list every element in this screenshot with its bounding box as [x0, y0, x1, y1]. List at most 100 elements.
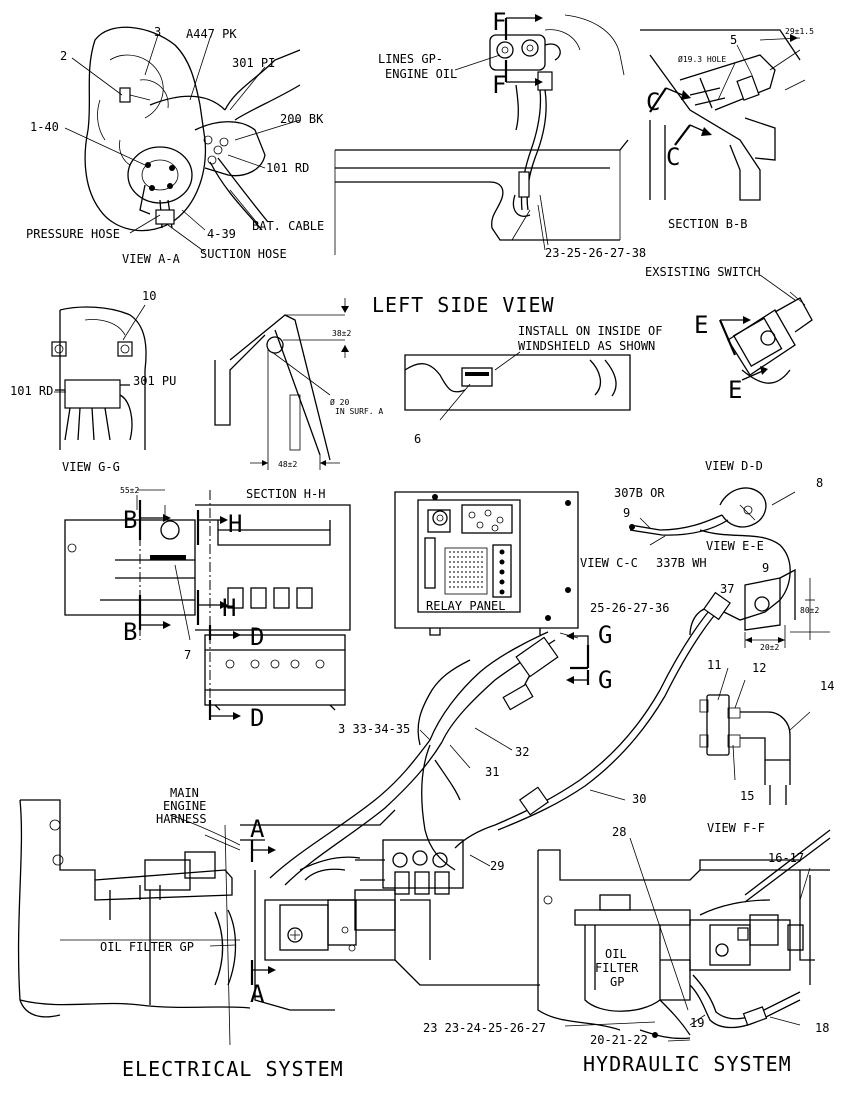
label-engine-oil: ENGINE OIL — [385, 67, 457, 81]
section-letter-h-top: H — [228, 510, 242, 538]
callout-8: 8 — [816, 476, 823, 490]
section-hh-title: SECTION H-H — [246, 487, 325, 501]
label-oil-filter-gp: OIL FILTER GP — [100, 940, 194, 954]
label-pressure-hose: PRESSURE HOSE — [26, 227, 120, 241]
label-lines-gp: LINES GP- — [378, 52, 443, 66]
bracket-detail-drawing — [744, 568, 830, 648]
wire-337b-wh: 337B WH — [656, 556, 707, 570]
engine-oil-lines-drawing — [334, 14, 629, 255]
left-side-view-title: LEFT SIDE VIEW — [372, 293, 555, 317]
dim-diameter-20: Ø 20 — [330, 397, 349, 407]
callout-9-lower: 9 — [762, 561, 769, 575]
callout-30: 30 — [632, 792, 646, 806]
view-gg-drawing — [51, 304, 147, 450]
label-main: MAIN — [170, 786, 199, 800]
label-relay-panel: RELAY PANEL — [426, 599, 505, 613]
label-hole: Ø19.3 HOLE — [678, 54, 726, 64]
callout-12: 12 — [752, 661, 766, 675]
wire-a447-pk: A447 PK — [186, 27, 237, 41]
callout-9-upper: 9 — [623, 506, 630, 520]
callout-11: 11 — [707, 658, 721, 672]
section-letter-f-top: F — [492, 8, 506, 36]
electrical-system-title: ELECTRICAL SYSTEM — [122, 1057, 344, 1081]
callout-15: 15 — [740, 789, 754, 803]
wire-307b-or: 307B OR — [614, 486, 665, 500]
callout-31: 31 — [485, 765, 499, 779]
left-side-view-drawing — [214, 298, 631, 470]
section-letter-b-bottom: B — [123, 618, 137, 646]
label-filter: FILTER — [595, 961, 639, 975]
callout-28: 28 — [612, 825, 626, 839]
section-letter-g-top: G — [598, 621, 612, 649]
relay-panel-drawing — [394, 491, 579, 636]
wire-301-pi: 301 PI — [232, 56, 275, 70]
callout-23-24-25-26-27: 23 23-24-25-26-27 — [423, 1021, 546, 1035]
hydraulic-system-title: HYDRAULIC SYSTEM — [583, 1052, 792, 1076]
section-letter-b-top: B — [123, 506, 137, 534]
existing-switch-drawing — [718, 274, 813, 384]
wire-301-pu: 301 PU — [133, 374, 176, 388]
label-existing-switch: EXSISTING SWITCH — [645, 265, 761, 279]
label-install-on-inside: INSTALL ON INSIDE OF — [518, 324, 663, 338]
callout-32: 32 — [515, 745, 529, 759]
callout-19: 19 — [690, 1016, 704, 1030]
section-letter-e-top: E — [694, 311, 708, 339]
callout-14: 14 — [820, 679, 834, 693]
view-aa-title: VIEW A-A — [122, 252, 181, 266]
section-bb-drawing — [640, 29, 806, 201]
dim-55: 55±2 — [120, 486, 139, 495]
view-dd-title: VIEW D-D — [705, 459, 763, 473]
dim-38: 38±2 — [332, 329, 351, 338]
section-hh-markers — [138, 500, 241, 720]
section-aa-markers — [250, 840, 276, 985]
view-aa-leaders — [64, 34, 301, 253]
view-ee-title: VIEW E-E — [706, 539, 764, 553]
label-suction-hose: SUCTION HOSE — [200, 247, 287, 261]
callout-33-34-35: 3 33-34-35 — [338, 722, 410, 736]
callout-4-39: 4-39 — [207, 227, 236, 241]
label-engine: ENGINE — [163, 799, 206, 813]
electrical-system-drawing — [17, 799, 540, 1046]
hydraulic-system-drawing — [537, 829, 831, 1042]
callout-18: 18 — [815, 1021, 829, 1035]
view-cc-title: VIEW C-C — [580, 556, 638, 570]
section-gg-markers — [566, 632, 590, 685]
view-dd-drawing — [629, 487, 796, 636]
label-gp: GP — [610, 975, 624, 989]
callout-25-26-27-36: 25-26-27-36 — [590, 601, 669, 615]
dim-29: 29±1.5 — [785, 27, 814, 36]
callout-7: 7 — [184, 648, 191, 662]
label-oil: OIL — [605, 947, 627, 961]
callout-6: 6 — [414, 432, 421, 446]
view-ff-title: VIEW F-F — [707, 821, 765, 835]
wire-200-bk: 200 BK — [280, 112, 324, 126]
view-gg-title: VIEW G-G — [62, 460, 120, 474]
harness-routing — [269, 591, 731, 886]
section-letter-f-bottom: F — [492, 71, 506, 99]
label-bat-cable: BAT. CABLE — [252, 219, 324, 233]
section-letter-d-bottom: D — [250, 704, 264, 732]
callout-20-21-22: 20-21-22 — [590, 1033, 648, 1047]
wire-101-rd: 101 RD — [266, 161, 309, 175]
section-letter-h-bottom: H — [222, 594, 236, 622]
callout-2: 2 — [60, 49, 67, 63]
section-ff-marker — [504, 14, 543, 86]
section-letter-a-bottom: A — [250, 980, 265, 1008]
callout-16-17: 16-17 — [768, 851, 804, 865]
section-hh-drawing — [64, 489, 351, 720]
section-letter-c-top: C — [646, 88, 660, 116]
view-ff-drawing — [699, 667, 811, 805]
section-bb-title: SECTION B-B — [668, 217, 747, 231]
dim-in-surf-a: IN SURF. A — [335, 407, 383, 416]
callout-5: 5 — [730, 33, 737, 47]
callout-37: 37 — [720, 582, 734, 596]
dim-48: 48±2 — [278, 460, 297, 469]
callout-29: 29 — [490, 859, 504, 873]
dim-20: 20±2 — [760, 643, 779, 652]
wire-101-rd-gg: 101 RD — [10, 384, 53, 398]
callout-3: 3 — [154, 25, 161, 39]
dim-80: 80±2 — [800, 606, 819, 615]
label-windshield-as-shown: WINDSHIELD AS SHOWN — [518, 339, 655, 353]
